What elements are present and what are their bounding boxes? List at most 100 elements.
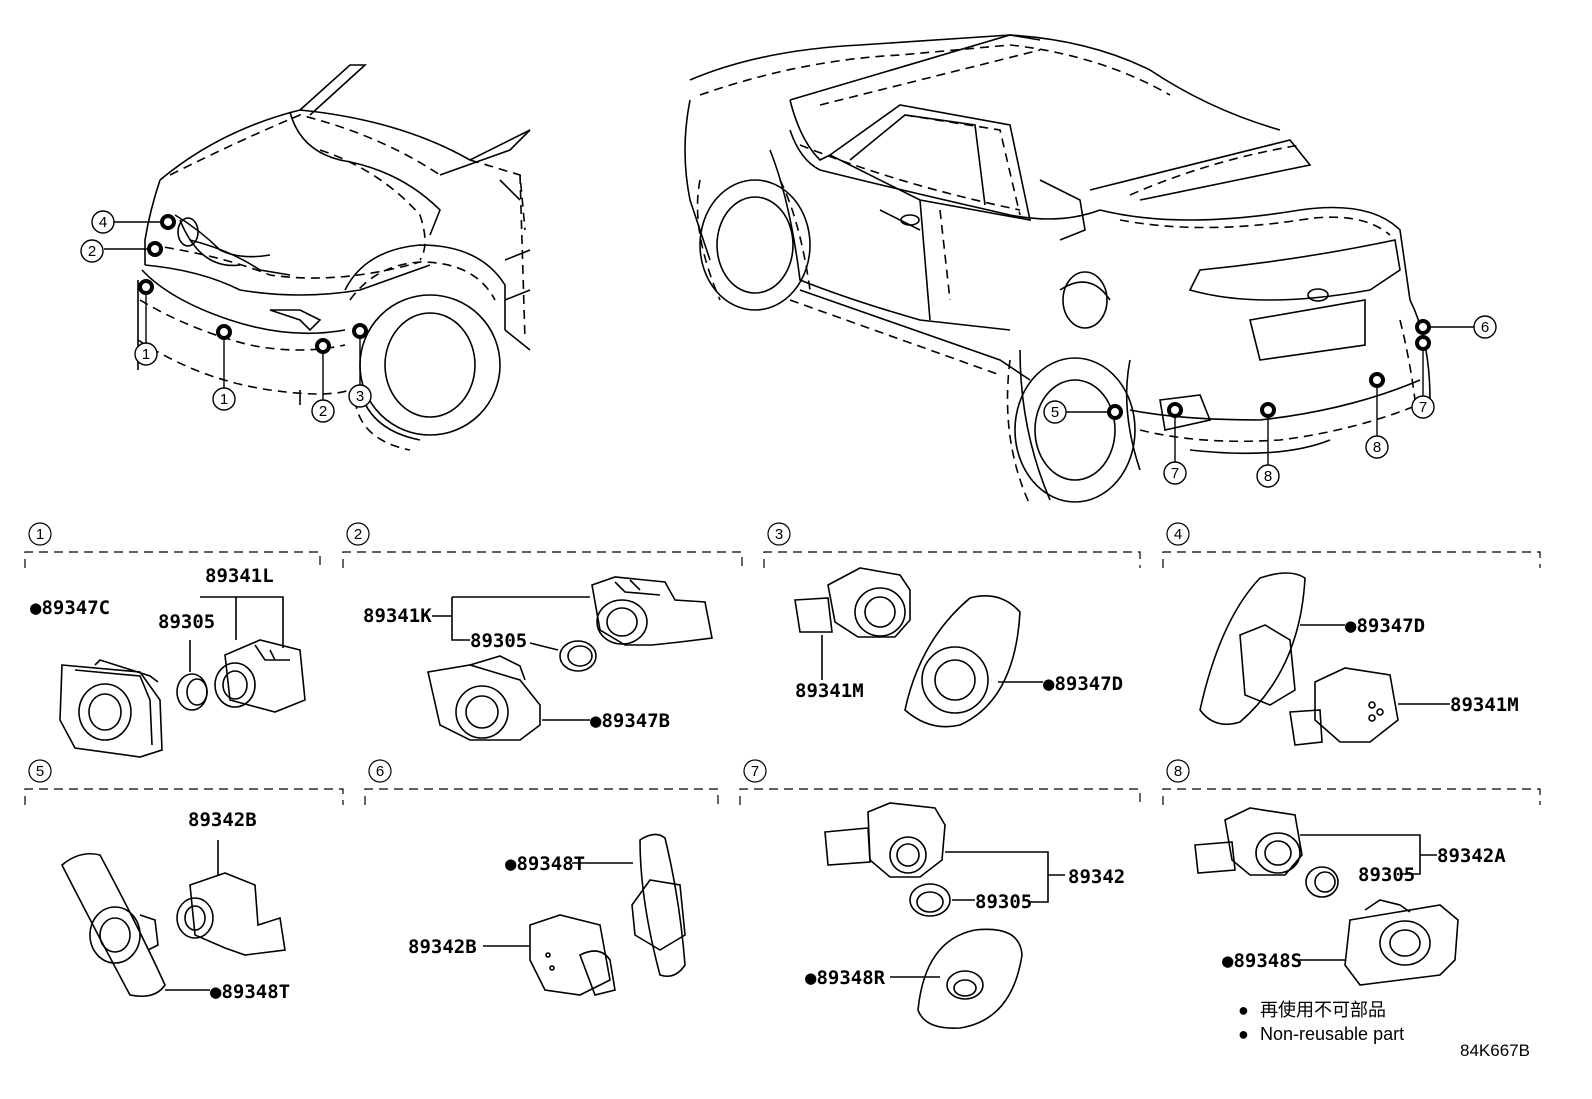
svg-text:89342: 89342 [1068, 866, 1125, 888]
section-2-labels: 89341K 89305 ●89347B [363, 605, 670, 732]
svg-text:3: 3 [356, 388, 364, 405]
callout-8-rear-right: 8 [1365, 435, 1389, 459]
ring-89305-s8 [1305, 866, 1339, 898]
svg-text:6: 6 [1481, 319, 1489, 336]
callout-1-front-center: 1 [212, 387, 236, 411]
callout-leaders [104, 221, 1474, 465]
callout-3-front: 3 [348, 384, 372, 408]
svg-text:2: 2 [88, 243, 96, 260]
svg-text:89342B: 89342B [188, 809, 257, 831]
callout-7-rear-right: 7 [1411, 395, 1435, 419]
section-header-3 [763, 522, 1141, 568]
ring-89305 [176, 673, 208, 711]
svg-text:89341K: 89341K [363, 605, 432, 627]
rear-car-view [684, 34, 1431, 506]
section-4-parts [1199, 572, 1450, 746]
callout-8-rear-center: 8 [1256, 464, 1280, 488]
callout-1-front-left: 1 [134, 342, 158, 366]
section-header-numbers: 1 2 3 4 5 6 7 8 [36, 526, 1182, 780]
section-5-parts [60, 840, 286, 998]
bezel-89348R [917, 928, 1023, 1029]
svg-text:89305: 89305 [975, 891, 1032, 913]
svg-text:89341M: 89341M [1450, 694, 1519, 716]
svg-text:89305: 89305 [1358, 864, 1415, 886]
svg-text:7: 7 [751, 763, 759, 780]
section-3-labels: 89341M ●89347D [795, 673, 1123, 702]
bezel-89348S [1344, 904, 1459, 986]
sensor-89342B-s5 [189, 872, 286, 956]
section-1-parts [59, 596, 306, 758]
svg-text:8: 8 [1174, 763, 1182, 780]
svg-text:89341M: 89341M [795, 680, 864, 702]
svg-text:89341L: 89341L [205, 565, 274, 587]
svg-text:8: 8 [1264, 468, 1272, 485]
svg-text:●89348T: ●89348T [505, 853, 585, 875]
section-headers [24, 522, 1541, 805]
section-header-2 [342, 522, 743, 568]
legend-bullet-2: ● [1238, 1024, 1249, 1044]
svg-text:2: 2 [319, 403, 327, 420]
legend-line-japanese: 再使用不可部品 [1260, 1000, 1386, 1020]
svg-text:●89347D: ●89347D [1043, 673, 1123, 695]
legend-bullet-1: ● [1238, 1000, 1249, 1020]
section-6-labels: ●89348T 89342B [408, 853, 585, 958]
bezel-89348T-s5 [60, 852, 166, 998]
section-header-6 [364, 759, 719, 805]
section-7-parts [824, 802, 1065, 1029]
bezel-89348T-s6 [639, 833, 686, 978]
callout-5-rear: 5 [1043, 400, 1067, 424]
svg-text:●89347C: ●89347C [30, 597, 110, 619]
svg-text:●89347B: ●89347B [590, 710, 670, 732]
svg-text:1: 1 [142, 346, 150, 363]
section-header-8 [1162, 759, 1541, 805]
svg-text:3: 3 [775, 526, 783, 543]
section-4-labels: ●89347D 89341M [1345, 615, 1519, 716]
legend: ● 再使用不可部品 ● Non-reusable part [1238, 1000, 1404, 1044]
sensor-89342A [1224, 807, 1303, 876]
sensor-89341K [591, 576, 713, 646]
sensor-89341M-s4 [1314, 667, 1399, 743]
callout-2-front: 2 [80, 239, 104, 263]
ring-89305-s7 [909, 883, 951, 917]
section-2-parts [427, 576, 713, 741]
svg-text:2: 2 [354, 526, 362, 543]
section-3-parts [794, 567, 1043, 728]
ring-89305-s2 [559, 640, 597, 672]
callout-2-front-right: 2 [311, 399, 335, 423]
callout-4-front: 4 [91, 210, 115, 234]
diagram-code: 84K667B [1460, 1041, 1530, 1060]
bezel-89347D-s4 [1199, 572, 1306, 726]
section-8-labels: 89342A 89305 ●89348S [1222, 845, 1506, 972]
svg-text:4: 4 [99, 214, 107, 231]
section-header-1 [24, 522, 321, 568]
svg-text:●89348R: ●89348R [805, 967, 886, 989]
section-header-5 [24, 759, 344, 805]
sensor-location-dots [138, 214, 1431, 420]
svg-text:4: 4 [1174, 526, 1182, 543]
car-callouts: 4 2 1 1 2 3 5 7 [80, 210, 1497, 488]
svg-text:1: 1 [220, 391, 228, 408]
svg-text:5: 5 [1051, 404, 1059, 421]
section-1-labels: ●89347C 89305 89341L [30, 565, 274, 633]
front-car-view [137, 64, 531, 451]
bezel-89347D-s3 [904, 595, 1021, 728]
section-5-labels: 89342B ●89348T [188, 809, 290, 1003]
bezel-89347B [427, 664, 541, 741]
sensor-89342B-s6 [529, 914, 611, 996]
section-8-parts [1194, 807, 1459, 986]
svg-text:6: 6 [376, 763, 384, 780]
sensor-89341M [827, 567, 911, 638]
svg-text:89342B: 89342B [408, 936, 477, 958]
svg-text:7: 7 [1171, 465, 1179, 482]
svg-text:89342A: 89342A [1437, 845, 1506, 867]
svg-text:8: 8 [1373, 439, 1381, 456]
section-7-labels: 89342 89305 ●89348R [805, 866, 1125, 989]
callout-7-rear-left: 7 [1163, 461, 1187, 485]
legend-line-english: Non-reusable part [1260, 1024, 1404, 1044]
sensor-89341L [224, 639, 306, 713]
bezel-89347C [59, 664, 163, 758]
svg-text:5: 5 [36, 763, 44, 780]
callout-6-rear: 6 [1473, 315, 1497, 339]
section-header-4 [1162, 522, 1541, 568]
